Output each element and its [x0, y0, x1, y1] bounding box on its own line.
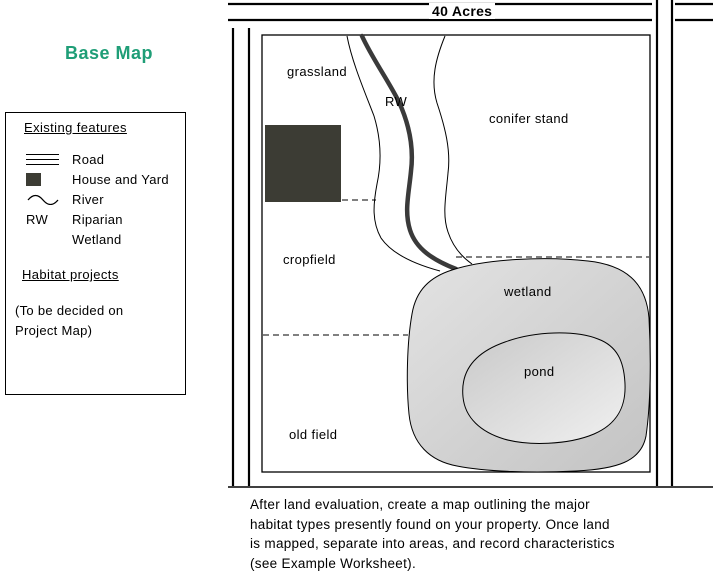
house-icon — [26, 172, 41, 186]
road-symbol-cell — [26, 153, 72, 165]
legend-note-line: Project Map) — [15, 323, 93, 338]
legend-item-label: Wetland — [72, 231, 122, 247]
map-label-conifer-stand: conifer stand — [489, 111, 569, 126]
map-label-cropfield: cropfield — [283, 252, 336, 267]
footer-line: is mapped, separate into areas, and reco… — [250, 536, 615, 551]
rw-symbol: RW — [26, 211, 49, 227]
legend-item-road: Road — [26, 151, 104, 167]
legend-heading: Existing features — [24, 120, 127, 135]
acres-label: 40 Acres — [429, 3, 496, 19]
map-label-grassland: grassland — [287, 64, 347, 79]
footer-instructions: After land evaluation, create a map outl… — [250, 495, 690, 573]
legend-item-label: Road — [72, 151, 105, 167]
legend-item-house: House and Yard — [26, 171, 169, 187]
legend-note-line: (To be decided on — [15, 303, 124, 318]
legend-item-label: House and Yard — [72, 171, 169, 187]
pond-area — [462, 332, 626, 444]
road-icon — [26, 153, 59, 165]
map-label-pond: pond — [524, 364, 555, 379]
legend-item-label: Riparian — [72, 211, 123, 227]
map-label-old-field: old field — [289, 427, 338, 442]
legend-subheading: Habitat projects — [22, 267, 119, 282]
footer-line: habitat types presently found on your pr… — [250, 516, 610, 532]
map-border — [261, 34, 651, 473]
legend-item-riparian: RW Riparian — [26, 211, 123, 227]
river-symbol-cell — [26, 193, 72, 205]
legend-item-label: River — [72, 191, 104, 207]
riparian-right-line — [433, 35, 473, 265]
house-symbol-cell — [26, 172, 72, 186]
footer-line: (see Example Worksheet). — [250, 555, 417, 571]
map-label-wetland: wetland — [504, 284, 552, 299]
legend-item-wetland: Wetland — [26, 231, 122, 247]
map-label-rw: RW — [385, 94, 408, 109]
legend-note: (To be decided on Project Map) — [15, 301, 123, 341]
riparian-left-line — [346, 35, 441, 272]
river-line — [359, 33, 459, 272]
footer-line: After land evaluation, create a map outl… — [250, 497, 590, 512]
house-and-yard-square — [265, 125, 341, 202]
legend-box: Existing features Road House and Yard Ri… — [5, 112, 186, 395]
wave-icon — [27, 194, 59, 205]
page-title: Base Map — [65, 43, 154, 63]
legend-item-river: River — [26, 191, 104, 207]
